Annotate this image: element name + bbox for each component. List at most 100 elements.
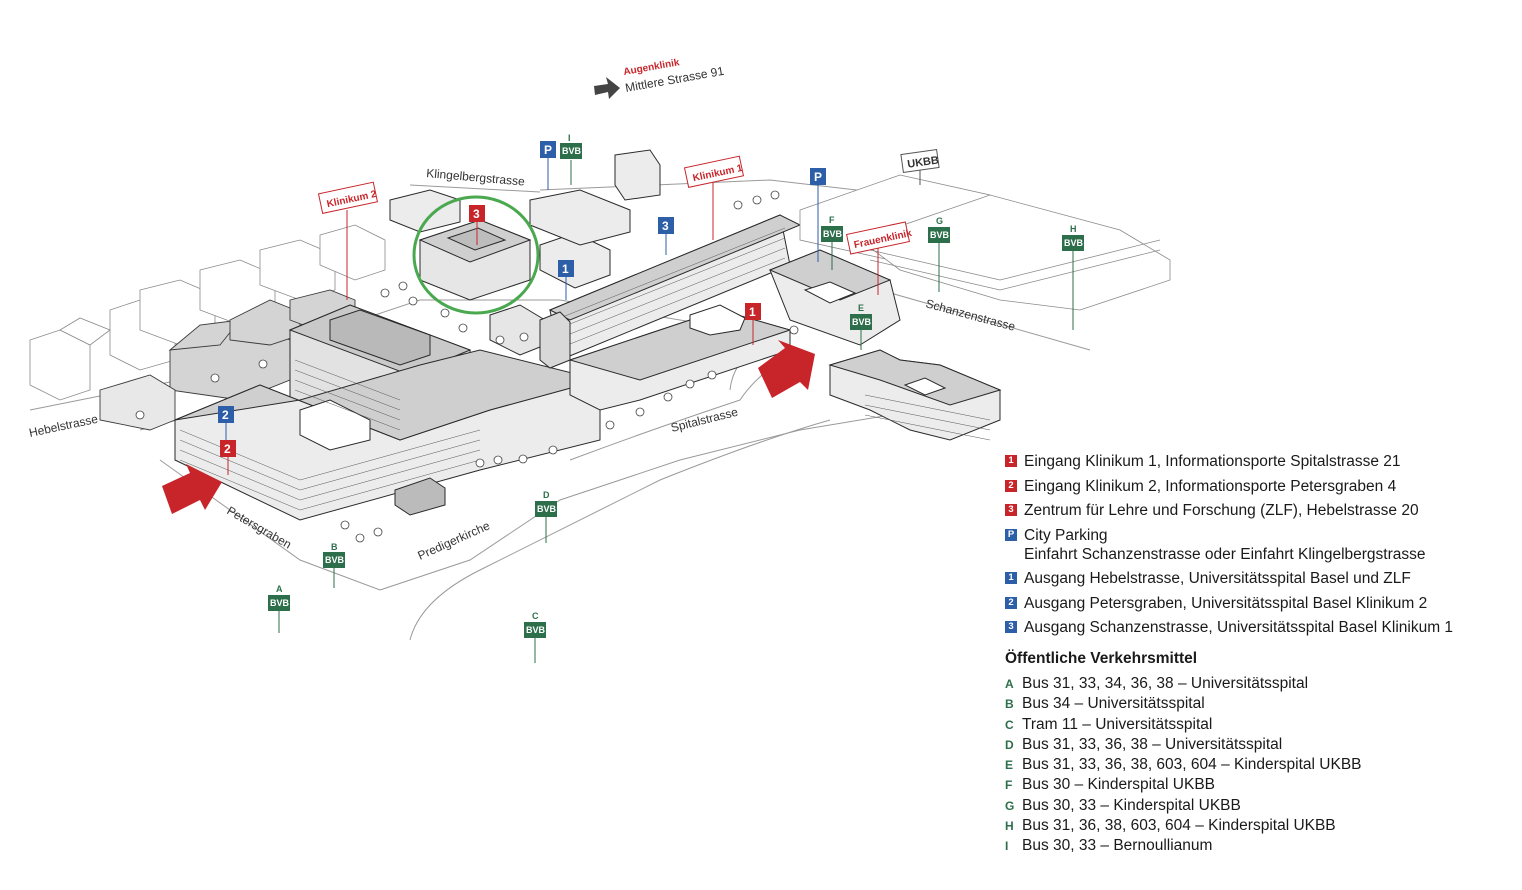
svg-text:I: I (568, 133, 571, 143)
transport-line-b: B Bus 34 – Universitätsspital (1005, 694, 1520, 714)
cross-building (828, 349, 1002, 441)
entrance-arrow-k1 (758, 340, 815, 398)
transport-line-a: A Bus 31, 33, 34, 36, 38 – Universitätssp… (1005, 674, 1520, 694)
transport-letter: A (1005, 677, 1014, 691)
svg-text:G: G (936, 216, 943, 226)
direction-arrow-icon (594, 77, 620, 99)
legend-item-parking: P City Parking Einfahrt Schanzenstrasse … (1005, 526, 1520, 564)
legend-parking-title: City Parking (1024, 526, 1108, 544)
svg-text:BVB: BVB (852, 317, 872, 327)
marker-entrance-2: 2 (220, 440, 236, 475)
bus-stop-a: A BVB (268, 584, 290, 633)
svg-text:BVB: BVB (823, 229, 843, 239)
transport-letter: D (1005, 737, 1014, 752)
legend-badge: 3 (1005, 504, 1017, 516)
klinikum-2-building (174, 304, 602, 521)
marker-exit-1: 1 (558, 260, 574, 300)
street-klingelbergstrasse: Klingelbergstrasse (426, 166, 526, 189)
marker-exit-2: 2 (218, 406, 234, 440)
svg-text:3: 3 (662, 219, 669, 233)
outline-houses (29, 224, 386, 401)
bus-stop-f: F BVB (821, 215, 843, 270)
legend-text: Eingang Klinikum 2, Informationsporte Pe… (1024, 477, 1397, 495)
legend-text: Eingang Klinikum 1, Informationsporte Sp… (1024, 453, 1401, 470)
street-spitalstrasse: Spitalstrasse (669, 405, 739, 435)
street-schanzenstrasse: Schanzenstrasse (924, 296, 1017, 333)
svg-text:BVB: BVB (562, 146, 582, 156)
transport-letter: B (1005, 697, 1014, 712)
svg-text:3: 3 (473, 207, 480, 221)
legend-item-entrance-2: 2 Eingang Klinikum 2, Informationsporte … (1005, 477, 1520, 496)
facade-lines-cross (864, 394, 991, 441)
svg-text:P: P (814, 170, 822, 184)
transport-letter: E (1005, 758, 1014, 773)
legend-text: Ausgang Schanzenstrasse, Universitätsspi… (1024, 619, 1454, 636)
klinikum-1-building (548, 214, 901, 411)
street-predigerkirche: Predigerkirche (416, 518, 493, 562)
transport-letter: I (1005, 839, 1009, 854)
entrance-arrows (162, 340, 815, 514)
transport-text: Bus 30, 33 – Bernoullianum (1022, 837, 1213, 855)
label-klinikum-1: Klinikum 1 (683, 155, 745, 240)
svg-text:A: A (276, 584, 283, 594)
svg-text:BVB: BVB (270, 598, 290, 608)
bus-stop-c: C BVB (524, 611, 546, 663)
transport-line-i: I Bus 30, 33 – Bernoullianum (1005, 836, 1520, 856)
legend-item-entrance-3: 3 Zentrum für Lehre und Forschung (ZLF),… (1005, 501, 1520, 520)
bus-stop-i: I BVB (560, 133, 582, 185)
legend-text: Ausgang Petersgraben, Universitätsspital… (1024, 594, 1428, 612)
svg-text:BVB: BVB (537, 504, 557, 514)
svg-text:BVB: BVB (1064, 238, 1084, 248)
legend-badge: 2 (1005, 596, 1017, 609)
facade-lines-k2 (179, 359, 481, 511)
legend-text: Zentrum für Lehre und Forschung (ZLF), H… (1024, 502, 1419, 519)
svg-text:C: C (532, 611, 539, 621)
legend-item-exit-1: 1 Ausgang Hebelstrasse, Universitätsspit… (1005, 569, 1520, 588)
svg-text:BVB: BVB (325, 555, 345, 565)
transport-text: Bus 30 – Kinderspital UKBB (1022, 776, 1215, 794)
transport-text: Bus 30, 33 – Kinderspital UKBB (1022, 796, 1241, 814)
svg-text:UKBB: UKBB (907, 154, 940, 170)
svg-text:E: E (858, 303, 864, 313)
label-ukbb: UKBB (900, 149, 940, 185)
transport-line-d: D Bus 31, 33, 36, 38 – Universitätsspital (1005, 735, 1520, 755)
svg-text:2: 2 (222, 408, 229, 422)
zlf-highlight-circle (412, 195, 540, 315)
transport-text: Bus 31, 33, 36, 38 – Universitätsspital (1022, 735, 1283, 753)
legend-text: Ausgang Hebelstrasse, Universitätsspital… (1024, 570, 1411, 587)
bus-stop-g: G BVB (928, 216, 950, 292)
transport-letter: F (1005, 778, 1013, 793)
legend-item-exit-2: 2 Ausgang Petersgraben, Universitätsspit… (1005, 594, 1520, 613)
trees (135, 190, 799, 543)
marker-entrance-3: 3 (469, 205, 485, 245)
legend-text: City Parking Einfahrt Schanzenstrasse od… (1024, 526, 1426, 564)
svg-text:1: 1 (749, 305, 756, 319)
marker-exit-3: 3 (658, 217, 674, 255)
transport-text: Bus 31, 33, 34, 36, 38 – Universitätsspi… (1022, 675, 1309, 692)
zlf-building (389, 149, 661, 369)
legend-badge: 1 (1005, 572, 1017, 584)
entrance-arrow-k2 (162, 464, 222, 514)
legend-badge: 1 (1005, 455, 1017, 467)
legend-item-entrance-1: 1 Eingang Klinikum 1, Informationsporte … (1005, 452, 1520, 471)
legend-badge: 3 (1005, 621, 1017, 633)
legend-badge: 2 (1005, 479, 1017, 492)
legend-badge: P (1005, 528, 1017, 541)
transport-text: Bus 34 – Universitätsspital (1022, 695, 1205, 713)
svg-text:H: H (1070, 224, 1077, 234)
svg-text:BVB: BVB (526, 625, 546, 635)
map-legend: 1 Eingang Klinikum 1, Informationsporte … (1005, 452, 1520, 857)
parking-schanzen: P (810, 168, 826, 262)
svg-text:BVB: BVB (930, 230, 950, 240)
svg-text:1: 1 (562, 262, 569, 276)
svg-text:D: D (543, 490, 550, 500)
legend-parking-sub: Einfahrt Schanzenstrasse oder Einfahrt K… (1024, 545, 1426, 563)
svg-text:P: P (544, 143, 552, 157)
label-klinikum-2: Klinikum 2 (317, 181, 379, 300)
bus-stop-b: B BVB (323, 542, 345, 588)
